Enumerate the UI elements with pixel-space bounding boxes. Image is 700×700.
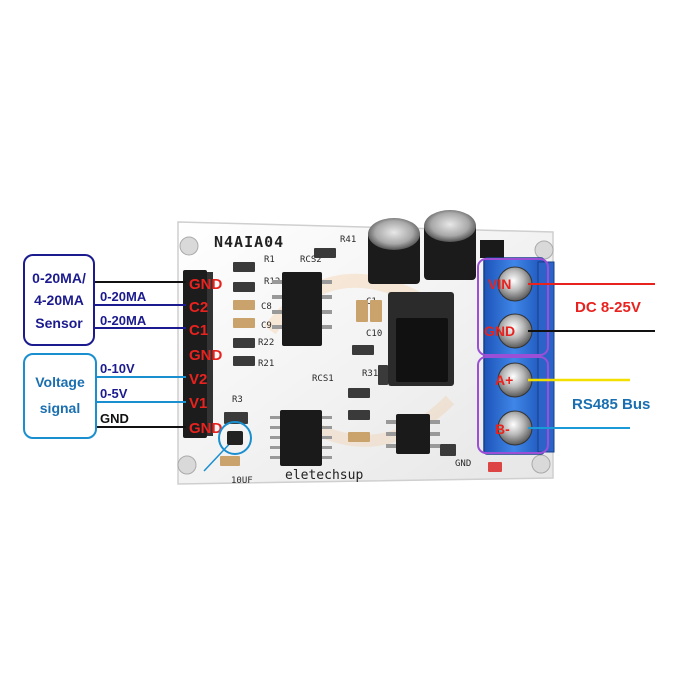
wire-label-c2: 0-20MA xyxy=(100,289,147,304)
electrolytic-capacitors xyxy=(368,210,504,284)
capacitor-highlight xyxy=(218,421,252,455)
silk-c9: C9 xyxy=(261,321,272,331)
silk-c10: C10 xyxy=(366,329,382,339)
power-supply-label: DC 8-25V xyxy=(575,299,641,316)
pin-label-v2: V2 xyxy=(189,371,207,388)
board-model: N4AIA04 xyxy=(214,233,284,251)
pin-label-gnd-2: GND xyxy=(189,347,223,364)
wire-label-c1: 0-20MA xyxy=(100,313,147,328)
silk-r3: R3 xyxy=(232,395,243,405)
board-brand: eletechsup xyxy=(285,468,363,483)
right-wires xyxy=(528,283,655,429)
wire-label-v1: 0-5V xyxy=(100,386,128,401)
mount-hole-bl xyxy=(177,455,197,475)
sensor-box-line-3: Sensor xyxy=(35,315,83,331)
terminal-label-b: B- xyxy=(495,421,510,437)
mount-hole-tl xyxy=(179,236,199,256)
silk-r1: R1 xyxy=(264,255,275,265)
voltage-box-line-2: signal xyxy=(40,400,80,416)
power-terminal-highlight xyxy=(477,258,549,356)
sensor-box-line-1: 0-20MA/ xyxy=(32,270,86,286)
pin-label-c2: C2 xyxy=(189,299,208,316)
pin-label-v1: V1 xyxy=(189,395,207,412)
silk-gnd: GND xyxy=(455,459,471,469)
terminal-label-vin: VIN xyxy=(488,276,511,292)
voltage-box xyxy=(23,353,97,439)
wire-label-v2: 0-10V xyxy=(100,361,135,376)
terminal-label-gnd: GND xyxy=(484,323,515,339)
tantalum-capacitor xyxy=(227,431,243,445)
wire-label-gnd: GND xyxy=(100,411,129,426)
cap-value-label: 10UF xyxy=(231,476,253,486)
pin-label-gnd-3: GND xyxy=(189,420,223,437)
silk-c8: C8 xyxy=(261,302,272,312)
terminal-label-a: A+ xyxy=(495,372,513,388)
silk-r31: R31 xyxy=(362,369,378,379)
voltage-box-line-1: Voltage xyxy=(35,374,85,390)
silk-r21: R21 xyxy=(258,359,274,369)
pin-label-c1: C1 xyxy=(189,322,208,339)
mount-hole-br xyxy=(531,454,551,474)
smd-components xyxy=(220,248,502,472)
rs485-bus-label: RS485 Bus xyxy=(572,396,650,413)
silk-r22: R22 xyxy=(258,338,274,348)
silk-rcs2: RCS2 xyxy=(300,255,322,265)
ic-chips xyxy=(270,272,454,466)
sensor-box-line-2: 4-20MA xyxy=(34,292,84,308)
pin-label-gnd-1: GND xyxy=(189,276,223,293)
mount-hole-tr xyxy=(534,240,554,260)
silk-r41: R41 xyxy=(340,235,356,245)
bus-terminal-highlight xyxy=(477,356,549,454)
sensor-box xyxy=(23,254,95,346)
silk-rcs1: RCS1 xyxy=(312,374,334,384)
pin-header xyxy=(183,270,213,438)
